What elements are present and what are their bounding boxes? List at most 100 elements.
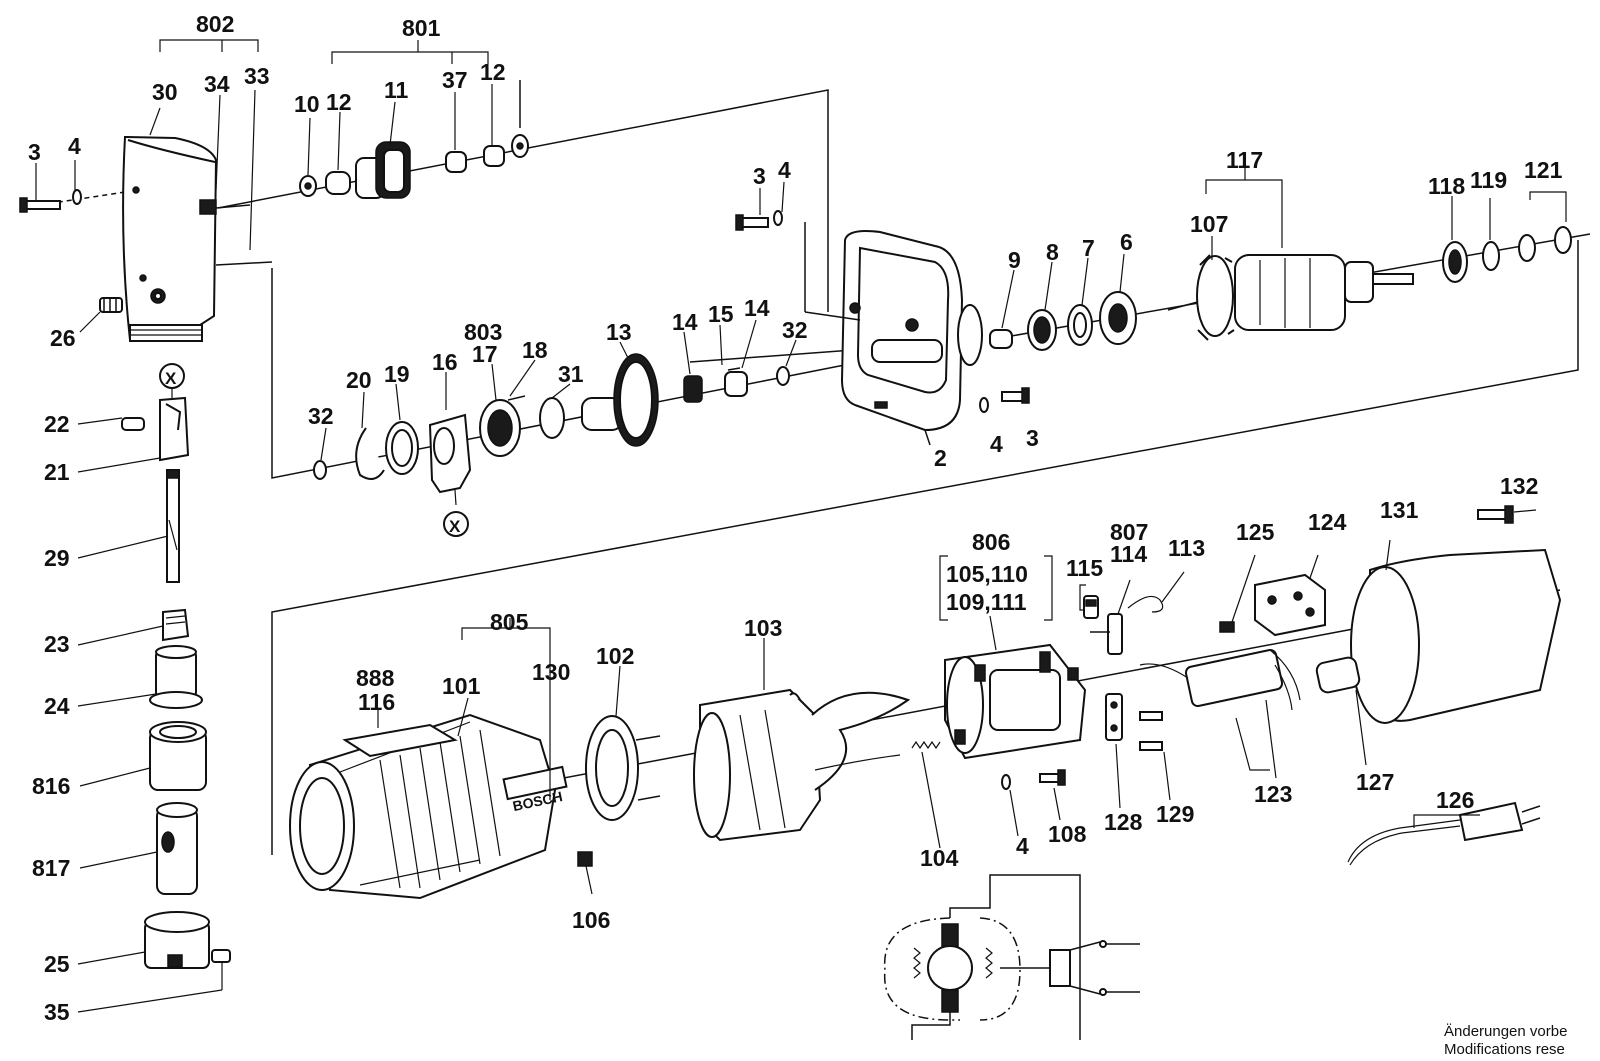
label-4-upper-mid: 4 [778, 157, 791, 183]
footnote-line-1: Änderungen vorbe [1444, 1023, 1567, 1040]
label-18: 18 [522, 337, 548, 363]
label-127: 127 [1356, 769, 1394, 795]
ring-102 [577, 715, 661, 867]
label-7: 7 [1082, 235, 1095, 261]
label-30: 30 [152, 79, 178, 105]
label-12-left: 12 [326, 89, 352, 115]
gear-head-housing [122, 135, 273, 342]
label-118: 118 [1428, 173, 1465, 199]
label-31: 31 [558, 361, 584, 387]
label-106: 106 [572, 907, 610, 933]
label-130: 130 [532, 659, 570, 685]
label-23: 23 [44, 631, 70, 657]
label-107: 107 [1190, 211, 1228, 237]
label-131: 131 [1380, 497, 1419, 523]
label-12-right: 12 [480, 59, 506, 85]
label-11: 11 [384, 77, 409, 103]
switch-parts [1083, 595, 1235, 751]
screw-and-washer-upper-mid [735, 210, 861, 321]
label-10: 10 [294, 91, 320, 117]
label-104: 104 [920, 845, 959, 871]
label-806-parts-a: 105,110 [946, 561, 1028, 587]
label-24: 24 [44, 693, 70, 719]
label-121: 121 [1524, 157, 1563, 183]
label-115: 115 [1066, 555, 1103, 581]
label-19: 19 [384, 361, 410, 387]
label-801: 801 [402, 15, 441, 41]
screw-and-washer-lower-mid [979, 387, 1030, 413]
label-816: 816 [32, 773, 70, 799]
label-126: 126 [1436, 787, 1474, 813]
label-803: 803 [464, 319, 502, 345]
label-3-lower-mid: 3 [1026, 425, 1039, 451]
label-817: 817 [32, 855, 70, 881]
brush-holder [944, 643, 1087, 760]
label-4-top-left: 4 [68, 133, 81, 159]
label-119: 119 [1470, 167, 1507, 193]
label-8: 8 [1046, 239, 1059, 265]
screw-and-washer-left [19, 189, 82, 213]
wiring-schematic [883, 874, 1140, 1040]
label-3-top-left: 3 [28, 139, 41, 165]
label-20: 20 [346, 367, 372, 393]
label-124: 124 [1308, 509, 1347, 535]
label-x-upper: X [165, 369, 177, 388]
label-33: 33 [244, 63, 270, 89]
label-16: 16 [432, 349, 458, 375]
label-14-left: 14 [672, 309, 698, 335]
label-9: 9 [1008, 247, 1021, 273]
switch-block-124 [1254, 573, 1326, 637]
label-4-lower-mid: 4 [990, 431, 1003, 457]
leader-lines [35, 39, 1567, 1013]
label-805: 805 [490, 609, 529, 635]
label-25: 25 [44, 951, 70, 977]
label-6: 6 [1120, 229, 1133, 255]
label-113: 113 [1168, 535, 1205, 561]
armature [1167, 226, 1572, 341]
field-winding [693, 688, 911, 842]
label-x-lower: X [449, 517, 461, 536]
label-806-parts-b: 109,111 [946, 589, 1027, 615]
label-806: 806 [972, 529, 1010, 555]
label-102: 102 [596, 643, 634, 669]
label-114: 114 [1110, 541, 1147, 567]
label-807: 807 [1110, 519, 1148, 545]
bearing-set [989, 291, 1137, 351]
label-34: 34 [204, 71, 230, 97]
gear-housing [840, 230, 983, 446]
plug-screw-26 [99, 297, 123, 313]
label-2: 2 [934, 445, 947, 471]
label-32-right: 32 [782, 317, 808, 343]
marker-circle-lower [443, 511, 469, 537]
label-37: 37 [442, 67, 468, 93]
footnote-line-2: Modifications rese [1444, 1041, 1565, 1058]
motor-housing [289, 713, 568, 900]
label-129: 129 [1156, 801, 1194, 827]
label-128: 128 [1104, 809, 1143, 835]
power-cord-126 [1347, 801, 1541, 866]
spindle-stack [121, 363, 231, 969]
label-116: 116 [358, 689, 395, 715]
label-4-lower: 4 [1016, 833, 1029, 859]
label-103: 103 [744, 615, 782, 641]
label-32-left: 32 [308, 403, 334, 429]
handle-131 [1315, 505, 1562, 724]
part-labels: 802 801 30 34 33 10 12 11 37 12 3 4 26 3… [28, 11, 1567, 1058]
gear-train-upper [299, 80, 529, 199]
label-3-upper-mid: 3 [753, 163, 766, 189]
label-108: 108 [1048, 821, 1087, 847]
label-123: 123 [1254, 781, 1292, 807]
label-15: 15 [708, 301, 734, 327]
label-17: 17 [472, 341, 498, 367]
capacitor [1139, 648, 1301, 711]
spindle-gear-row [313, 353, 790, 494]
label-13: 13 [606, 319, 632, 345]
label-35: 35 [44, 999, 70, 1025]
label-117: 117 [1226, 147, 1263, 173]
label-888: 888 [356, 665, 395, 691]
label-101: 101 [442, 673, 481, 699]
screw-and-washer-108 [1001, 769, 1066, 790]
label-802: 802 [196, 11, 234, 37]
label-29: 29 [44, 545, 70, 571]
